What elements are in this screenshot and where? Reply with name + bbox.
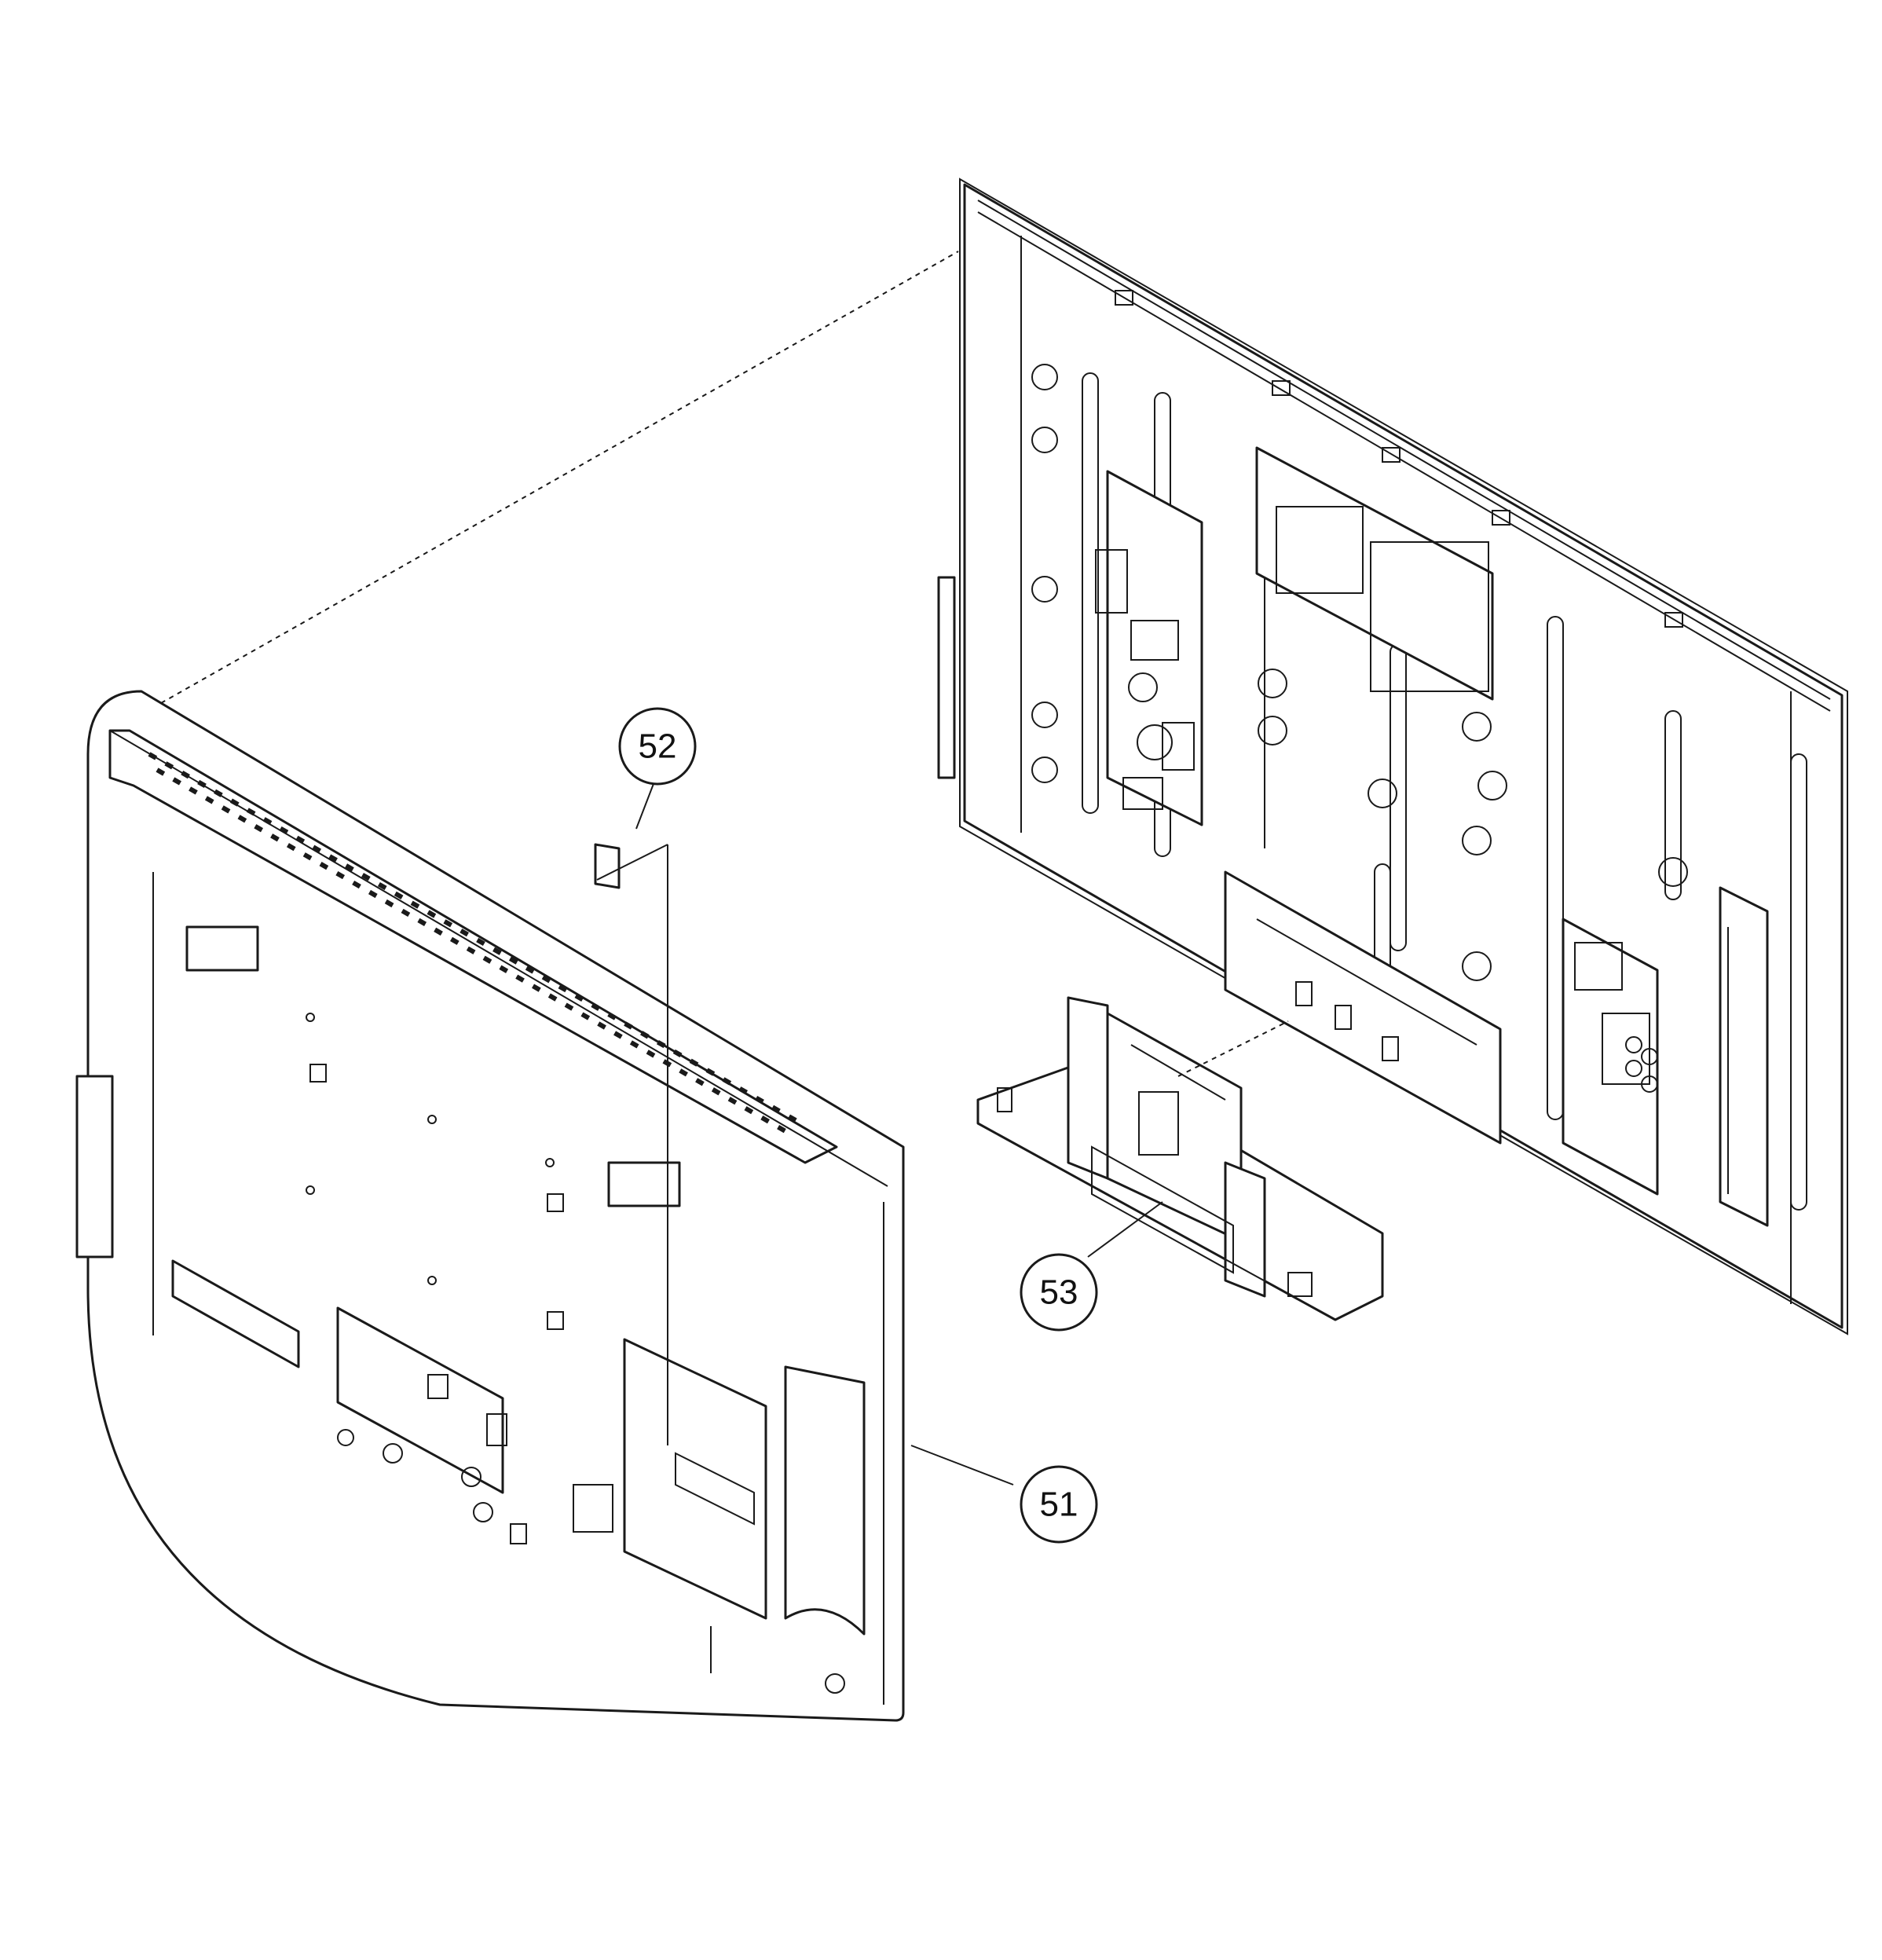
rear-cover-side-panel: [75, 1075, 114, 1258]
callout-52-circle: [618, 707, 697, 786]
part-52-label-sheet: [594, 843, 621, 889]
rear-cover-terminal-cutout: [336, 1306, 527, 1544]
panel-top-clips: [1115, 290, 1683, 628]
rear-cover-io-panel: [573, 1338, 767, 1620]
rear-cover-screw-holes: [306, 1013, 564, 1330]
lcd-panel-chassis: [937, 178, 1848, 1335]
assembly-guide-lines: [160, 251, 1289, 1486]
callout-52-label: 52: [639, 727, 677, 766]
callout-52: 52: [618, 707, 697, 786]
terminal-board: [1562, 886, 1769, 1227]
callout-51: 51: [1020, 1465, 1098, 1544]
callout-51-label: 51: [1040, 1486, 1078, 1524]
rear-cover-handles: [185, 925, 681, 1207]
rear-cover: [75, 690, 905, 1722]
callout-53: 53: [1020, 1253, 1098, 1332]
callout-53-circle: [1020, 1253, 1098, 1332]
rear-cover-vent-grille: [108, 729, 838, 1164]
panel-mount-holes: [1031, 364, 1688, 981]
stand-base-bracket: [976, 996, 1384, 1321]
panel-side-bracket: [937, 576, 956, 779]
callout-51-circle: [1020, 1465, 1098, 1544]
rear-cover-right-recess: [784, 1365, 866, 1636]
callout-53-label: 53: [1040, 1273, 1078, 1312]
panel-bottom-bracket: [1224, 870, 1502, 1145]
power-supply-board: [1095, 470, 1203, 826]
rear-cover-side-ports: [171, 1259, 300, 1368]
main-board: [1255, 446, 1494, 848]
